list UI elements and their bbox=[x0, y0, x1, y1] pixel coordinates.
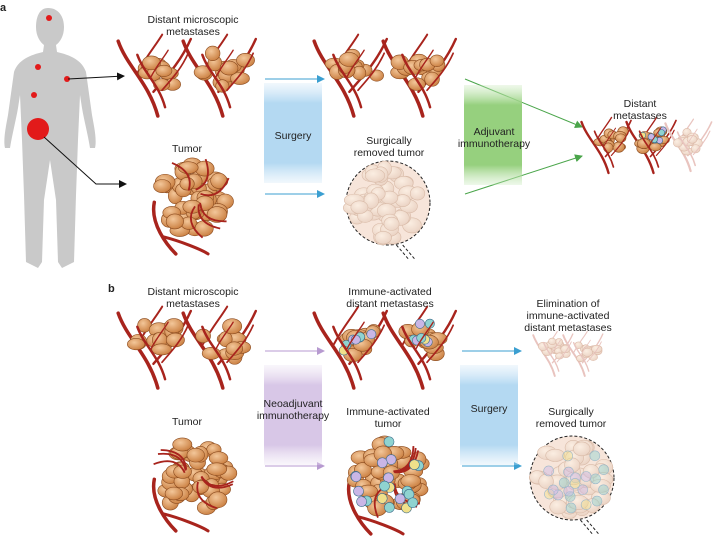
a-metastasis-2 bbox=[181, 33, 258, 118]
b-immune-tumor bbox=[346, 435, 430, 536]
side-lesion-dot bbox=[64, 76, 70, 82]
b-eliminated-metastasis-2 bbox=[562, 331, 604, 377]
neoadjuvant-box bbox=[264, 365, 322, 465]
abdomen-lesion-dot bbox=[31, 92, 37, 98]
arrow-body-to-metastases bbox=[67, 72, 125, 81]
b-eliminated-metastasis-1 bbox=[532, 331, 574, 377]
b-immune-metastasis-2 bbox=[381, 305, 458, 390]
a-outcome-metastasis-3 bbox=[664, 118, 713, 173]
a-metastasis-post-surgery-1 bbox=[312, 33, 389, 118]
a-tumor-label: Tumor bbox=[172, 143, 202, 155]
b-removed-immune-tumor bbox=[528, 435, 615, 536]
a-outcome-metastasis-1 bbox=[580, 116, 632, 175]
b-immune-metastasis-1 bbox=[312, 305, 389, 390]
a-removed-tumor bbox=[342, 160, 431, 261]
arrow-body-to-tumor bbox=[43, 136, 127, 188]
a-surgery-label: Surgery bbox=[274, 130, 312, 142]
a-metastasis-1 bbox=[116, 33, 193, 118]
surgery-box-a bbox=[264, 83, 322, 183]
b-metastasis-2 bbox=[181, 305, 258, 390]
a-primary-tumor bbox=[151, 157, 234, 256]
panel-b-letter: b bbox=[108, 283, 115, 295]
head-lesion-dot bbox=[46, 15, 52, 21]
primary-tumor-lesion bbox=[27, 118, 49, 140]
chest-lesion-dot bbox=[35, 64, 41, 70]
a-metastasis-post-surgery-2 bbox=[381, 33, 458, 118]
b-surgery-label: Surgery bbox=[470, 403, 508, 415]
arrow-a-tumor-to-adjuvant bbox=[464, 154, 583, 195]
panel-a-letter: a bbox=[0, 2, 7, 14]
a-outcome-metastasis-2 bbox=[625, 116, 677, 175]
b-tumor-label: Tumor bbox=[172, 416, 202, 428]
adjuvant-box bbox=[464, 85, 522, 185]
human-body-silhouette bbox=[4, 8, 96, 268]
b-metastasis-1 bbox=[116, 305, 193, 390]
b-primary-tumor bbox=[151, 437, 238, 533]
surgery-box-b bbox=[460, 365, 518, 465]
